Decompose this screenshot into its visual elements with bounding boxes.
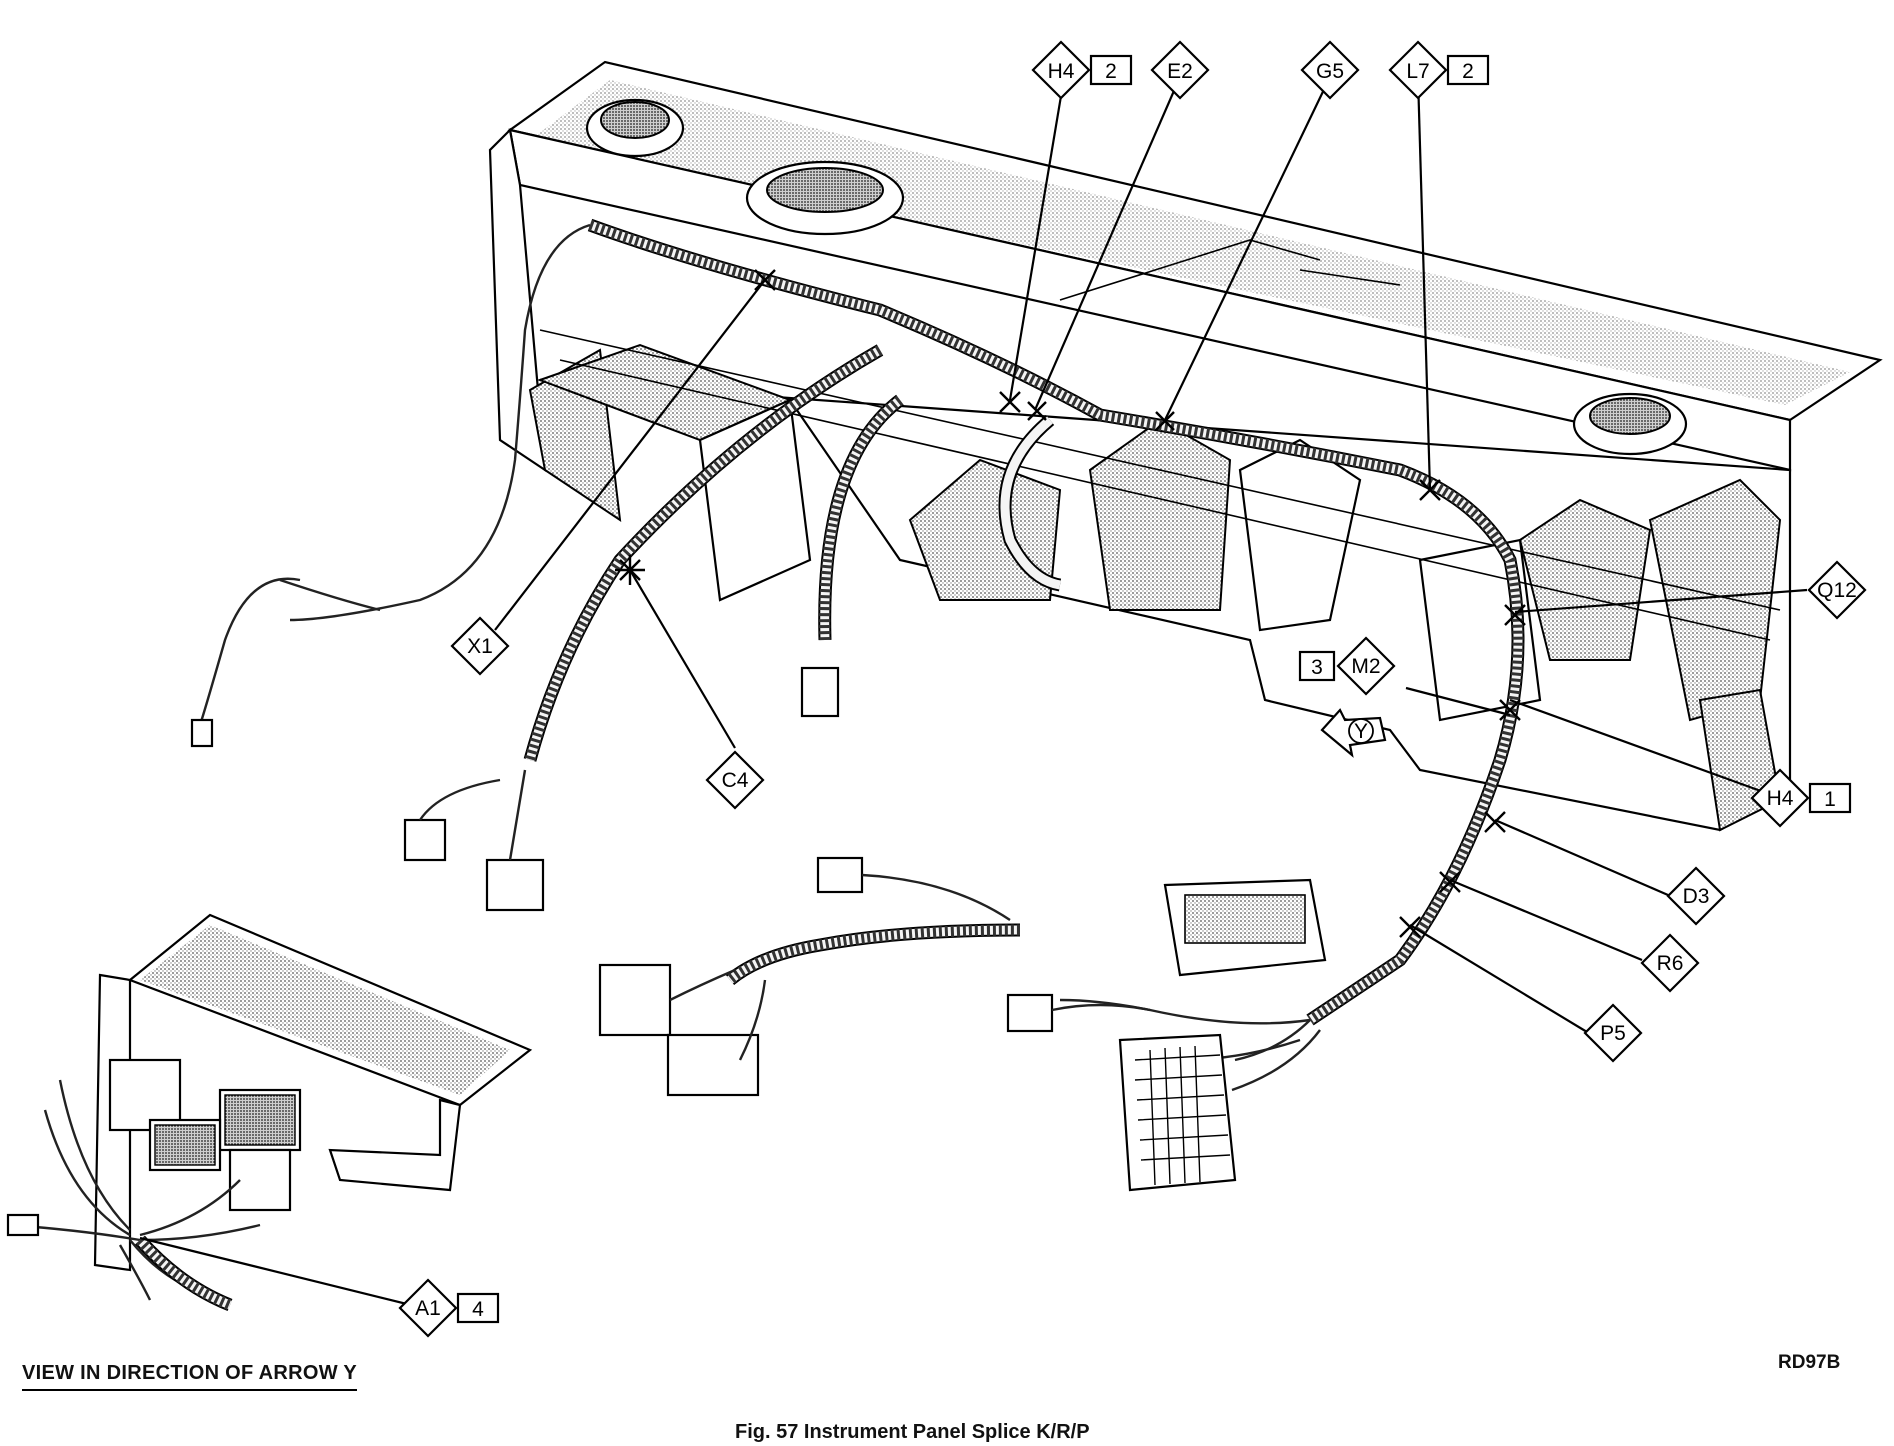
- callout-l7: L7 2: [1388, 40, 1490, 100]
- callout-a1: A1 4: [398, 1278, 500, 1338]
- callout-code: M2: [1351, 655, 1380, 678]
- callout-code: R6: [1657, 952, 1684, 975]
- callout-h4-right: H4 1: [1750, 768, 1852, 828]
- inset-caption: VIEW IN DIRECTION OF ARROW Y: [22, 1362, 358, 1391]
- callout-e2: E2: [1150, 40, 1210, 100]
- connectors: [190, 666, 1327, 1192]
- callout-c4: C4: [705, 750, 765, 810]
- instrument-panel-body: [488, 60, 1883, 832]
- callout-code: D3: [1683, 885, 1710, 908]
- callout-num: 4: [472, 1298, 484, 1321]
- callout-code: L7: [1406, 60, 1429, 83]
- main-harness: [198, 218, 1525, 1062]
- arrow-y: Y: [1320, 708, 1387, 758]
- callout-code: Q12: [1817, 579, 1857, 602]
- callout-num: 2: [1105, 60, 1117, 83]
- callout-g5: G5: [1300, 40, 1360, 100]
- callout-code: H4: [1767, 787, 1794, 810]
- callout-q12: Q12: [1807, 560, 1867, 620]
- arrow-y-label: Y: [1354, 720, 1368, 743]
- callout-code: H4: [1048, 60, 1075, 83]
- callout-p5: P5: [1583, 1003, 1643, 1063]
- reference-code: RD97B: [1778, 1352, 1841, 1373]
- callout-code: G5: [1316, 60, 1344, 83]
- leader-lines: [139, 76, 1808, 1309]
- callout-num: 3: [1311, 656, 1323, 679]
- callout-m2: 3 M2: [1298, 636, 1396, 696]
- callout-x1: X1: [450, 616, 510, 676]
- inset-view-y: [6, 913, 533, 1312]
- callout-num: 2: [1462, 60, 1474, 83]
- callout-code: E2: [1167, 60, 1193, 83]
- callout-num: 1: [1824, 788, 1836, 811]
- callout-code: C4: [722, 769, 749, 792]
- callout-code: A1: [415, 1297, 441, 1320]
- callout-h4-top: H4 2: [1031, 40, 1133, 100]
- callout-code: P5: [1600, 1022, 1626, 1045]
- callout-d3: D3: [1666, 866, 1726, 926]
- callout-code: X1: [467, 635, 493, 658]
- splice-marks: [615, 269, 1526, 938]
- callout-r6: R6: [1640, 933, 1700, 993]
- figure-title: Fig. 57 Instrument Panel Splice K/R/P: [735, 1421, 1090, 1443]
